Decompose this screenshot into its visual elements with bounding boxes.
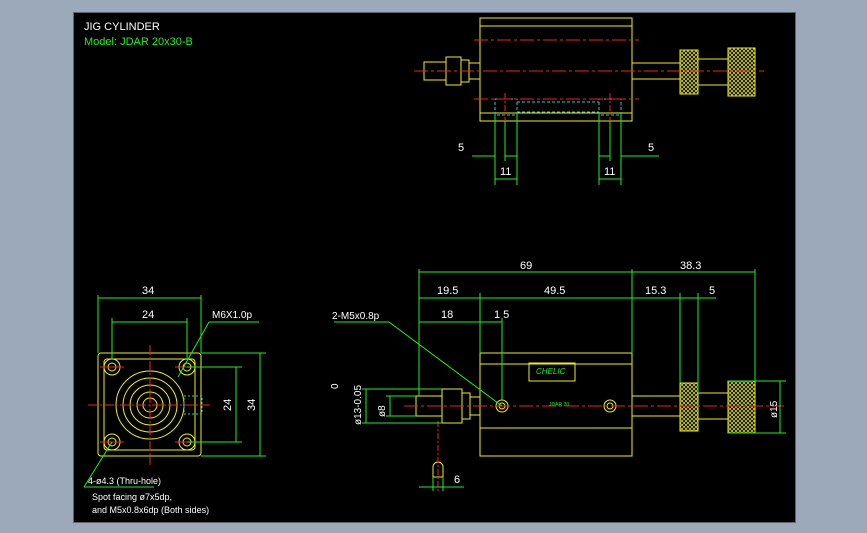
side-dim-a: 19.5 [437, 285, 458, 297]
side-knob-1 [679, 382, 699, 432]
top-knob-2 [727, 47, 756, 97]
end-dim-pitch-height: 24 [222, 399, 234, 411]
top-view [414, 17, 764, 185]
model-label: Model: JDAR 20x30-B [84, 36, 193, 48]
brand-label: CHELIC [536, 367, 566, 376]
end-dim-pitch-width: 24 [142, 309, 154, 321]
side-dim-ext: 38.3 [680, 260, 701, 272]
side-dim-rod-small: ø8 [377, 405, 388, 417]
top-dim-left-offset: 5 [458, 142, 464, 154]
side-dim-d: 5 [709, 285, 715, 297]
side-dim-18: 18 [441, 309, 453, 321]
side-dim-rod-dia: ø13-0.05 [353, 385, 364, 425]
top-dim-left-width: 11 [500, 166, 511, 178]
top-dim-right-width: 11 [604, 166, 615, 178]
cad-viewport[interactable]: JIG CYLINDER Model: JDAR 20x30-B [73, 12, 796, 523]
side-dim-6: 6 [454, 474, 460, 486]
side-dim-15: 1 5 [494, 309, 509, 321]
side-dim-total: 69 [520, 260, 532, 272]
end-dim-overall-width: 34 [142, 285, 154, 297]
end-dim-overall-height: 34 [246, 399, 258, 411]
top-body [479, 17, 633, 122]
cad-drawing: JIG CYLINDER Model: JDAR 20x30-B [83, 17, 786, 515]
side-body [479, 352, 633, 457]
side-dim-knob: ø15 [769, 400, 780, 418]
side-knob-2 [727, 380, 756, 434]
side-view [334, 269, 786, 493]
end-thread-label: M6X1.0p [212, 310, 252, 321]
side-dim-b: 49.5 [544, 285, 565, 297]
side-port-label: 2-M5x0.8p [332, 311, 380, 322]
side-dim-c: 15.3 [645, 285, 666, 297]
end-note-line1: Spot facing ø7x5dp, [92, 492, 172, 502]
top-knob-1 [679, 49, 699, 95]
top-dim-right-offset: 5 [648, 142, 654, 154]
drawing-title: JIG CYLINDER [84, 21, 160, 33]
model-plate: JDAR 20 [549, 402, 569, 408]
end-note-line2: and M5x0.8x6dp (Both sides) [92, 505, 209, 515]
side-dim-rod-tol: 0 [330, 383, 341, 389]
end-view [83, 295, 266, 488]
end-hole-label: 4-ø4.3 (Thru-hole) [88, 476, 161, 486]
